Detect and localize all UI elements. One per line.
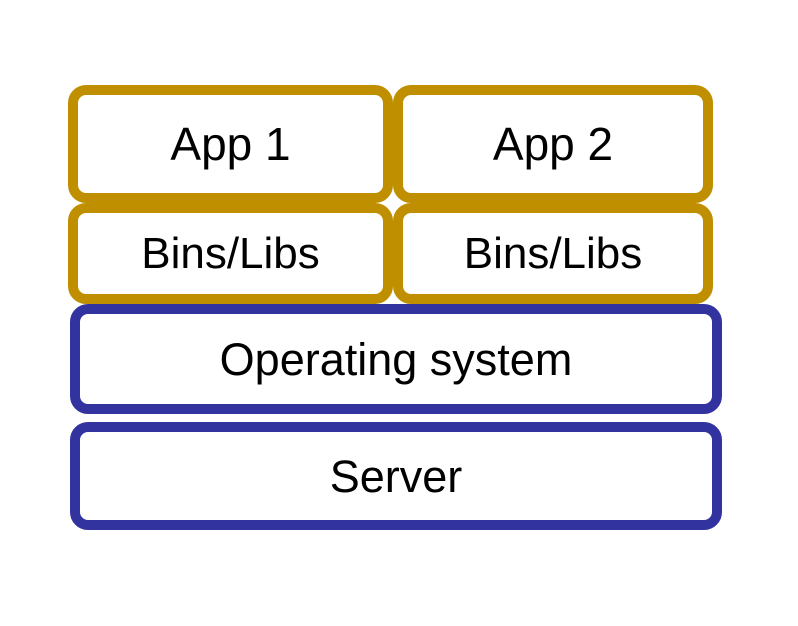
server-label: Server xyxy=(329,450,463,502)
bins-libs-2-label: Bins/Libs xyxy=(463,228,643,278)
bins-libs-1-box[interactable]: Bins/Libs xyxy=(68,203,393,304)
app-1-box[interactable]: App 1 xyxy=(68,85,393,203)
server-box[interactable]: Server xyxy=(70,422,722,530)
app-2-box[interactable]: App 2 xyxy=(393,85,713,203)
app-2-label: App 2 xyxy=(492,118,614,170)
operating-system-label: Operating system xyxy=(219,333,573,385)
operating-system-box[interactable]: Operating system xyxy=(70,304,722,414)
app-1-label: App 1 xyxy=(170,118,291,170)
bins-libs-1-label: Bins/Libs xyxy=(141,228,320,278)
bins-libs-2-box[interactable]: Bins/Libs xyxy=(393,203,713,304)
